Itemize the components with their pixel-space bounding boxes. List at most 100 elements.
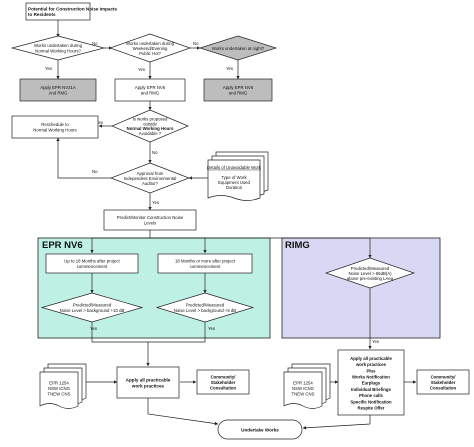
d-nv6-right-line: Noise Level > background +5 dB bbox=[174, 308, 236, 313]
decision-normal-hours bbox=[10, 35, 106, 61]
apply-right-line: work practices bbox=[355, 362, 387, 367]
reschedule-box bbox=[11, 115, 99, 139]
community-right-line: Stakeholder bbox=[431, 380, 456, 385]
start-box bbox=[25, 2, 91, 21]
apply-right-line: Earplugs bbox=[362, 381, 381, 386]
apply-nv6-rmg-line: and RMG bbox=[141, 91, 160, 96]
community-left-line: Stakeholder bbox=[211, 380, 236, 385]
apply-nv6-rmg-box bbox=[114, 78, 186, 102]
rimg-section-title: RIMG bbox=[285, 240, 310, 251]
nv6-section-panel bbox=[37, 237, 271, 339]
community-left-line: Community/ bbox=[211, 374, 237, 379]
apply-left-line: work practices bbox=[131, 383, 165, 388]
d-outside-line: Avoidable ? bbox=[139, 131, 162, 136]
decision-nv6-left bbox=[40, 292, 144, 323]
predict-monitor-box bbox=[103, 209, 197, 231]
over18-line: 18 Months or more after project bbox=[175, 259, 236, 264]
reschedule-line: Reschedule to bbox=[41, 122, 69, 127]
decision-auditor-approval bbox=[110, 162, 190, 194]
edge-label-yes: Yes bbox=[138, 67, 145, 72]
start-label: Potential for Construction Noise Impacts… bbox=[28, 7, 118, 17]
d-normal-line: Works undertaken during bbox=[34, 43, 83, 48]
edge-label-yes: Yes bbox=[96, 120, 103, 125]
d-normal-line: Normal Working Hours? bbox=[35, 48, 81, 53]
rimg-section-panel bbox=[281, 237, 441, 339]
apply-nv6-rmg-b-line: and RMG bbox=[229, 91, 248, 96]
d-outside-line: Is works proposed bbox=[133, 116, 168, 121]
d-approval-line: Approval from bbox=[137, 171, 164, 176]
epr-right-line: NSW ICNG bbox=[292, 386, 315, 391]
apply-right-line: Apply all practicable bbox=[350, 356, 392, 361]
start-line: Potential for Construction Noise Impacts bbox=[28, 7, 118, 12]
decision-night bbox=[198, 35, 278, 61]
community-right-line: Consultation bbox=[430, 385, 457, 390]
edge-label-yes: Yes bbox=[372, 339, 379, 344]
details-doc-line: Duration bbox=[226, 185, 243, 190]
apply-nv6-rmg-line: Apply EPR NV6 bbox=[135, 85, 166, 90]
details-doc-line: Equipment Used bbox=[218, 180, 250, 185]
d-weekend-line: Works undertaken during bbox=[126, 41, 175, 46]
edge-labels: No No Yes Yes Yes Yes No No Yes Yes Yes … bbox=[45, 41, 379, 344]
community-left-line: Consultation bbox=[210, 385, 237, 390]
undertake-works-terminator bbox=[217, 419, 303, 440]
apply-nv21-line: Apply EPR NV21A bbox=[40, 85, 76, 90]
apply-left-line: Apply all practicable bbox=[126, 378, 171, 383]
decision-nv6-right bbox=[155, 292, 255, 323]
d-weekend-line: Weekend/Evening bbox=[133, 46, 168, 51]
apply-right-line: Specific Notification bbox=[350, 399, 392, 404]
upto18-line: commencement bbox=[77, 264, 108, 269]
d-rimg-line: Predicted/Measured bbox=[351, 266, 390, 271]
d-approval-line: Auditor? bbox=[142, 181, 159, 186]
apply-nv6-rmg-b-line: Apply EPR NV6 bbox=[223, 85, 254, 90]
up-to-18-months-box bbox=[45, 253, 139, 274]
over-18-months-label: 18 Months or more after projectcommencem… bbox=[175, 259, 236, 269]
d-nv6-left-line: Predicted/Measured bbox=[73, 303, 112, 308]
epr-left-line: NSW ICNG bbox=[48, 386, 71, 391]
apply-nv21-line: And RMG bbox=[49, 91, 69, 96]
decision-night-label: Works undertaken at night? bbox=[212, 46, 265, 51]
apply-practices-right-box bbox=[337, 349, 405, 416]
community-right-box bbox=[416, 369, 470, 395]
edge-label-no: No bbox=[92, 41, 98, 46]
edge-label-yes: Yes bbox=[90, 326, 97, 331]
up-to-18-months-label: Up to 18 Months after projectcommencemen… bbox=[64, 259, 120, 269]
details-doc-line: Type of Work bbox=[221, 175, 247, 180]
edge-label-no: No bbox=[152, 150, 158, 155]
edge-label-no: No bbox=[193, 41, 199, 46]
community-right-line: Community/ bbox=[431, 374, 457, 379]
decision-weekend bbox=[108, 33, 192, 63]
epr-right-line: TNEW CNS bbox=[292, 391, 315, 396]
upto18-line: Up to 18 Months after project bbox=[64, 259, 120, 264]
apply-right-line: Phone calls bbox=[359, 393, 383, 398]
decision-avoidable bbox=[111, 109, 189, 143]
connectors bbox=[56, 20, 417, 430]
reschedule-line: Normal Working Hours bbox=[33, 128, 76, 133]
apply-nv21a-box bbox=[19, 78, 97, 102]
over18-line: commencement bbox=[190, 264, 221, 269]
apply-practices-left-box bbox=[116, 366, 180, 399]
decision-weekend-label: Works undertaken duringWeekend/EveningPu… bbox=[126, 41, 175, 56]
epr-right-document-stack bbox=[283, 363, 331, 409]
apply-nv6-rmg-night-box bbox=[203, 78, 273, 102]
d-approval-line: Independent Environmental bbox=[124, 176, 177, 181]
undertake-line: Undertake Works bbox=[241, 427, 279, 432]
epr-left-line: EPR 1254 bbox=[49, 380, 69, 385]
d-rimg-line: above pre-existing LAeq bbox=[347, 276, 394, 281]
epr-left-document-stack bbox=[39, 363, 87, 409]
